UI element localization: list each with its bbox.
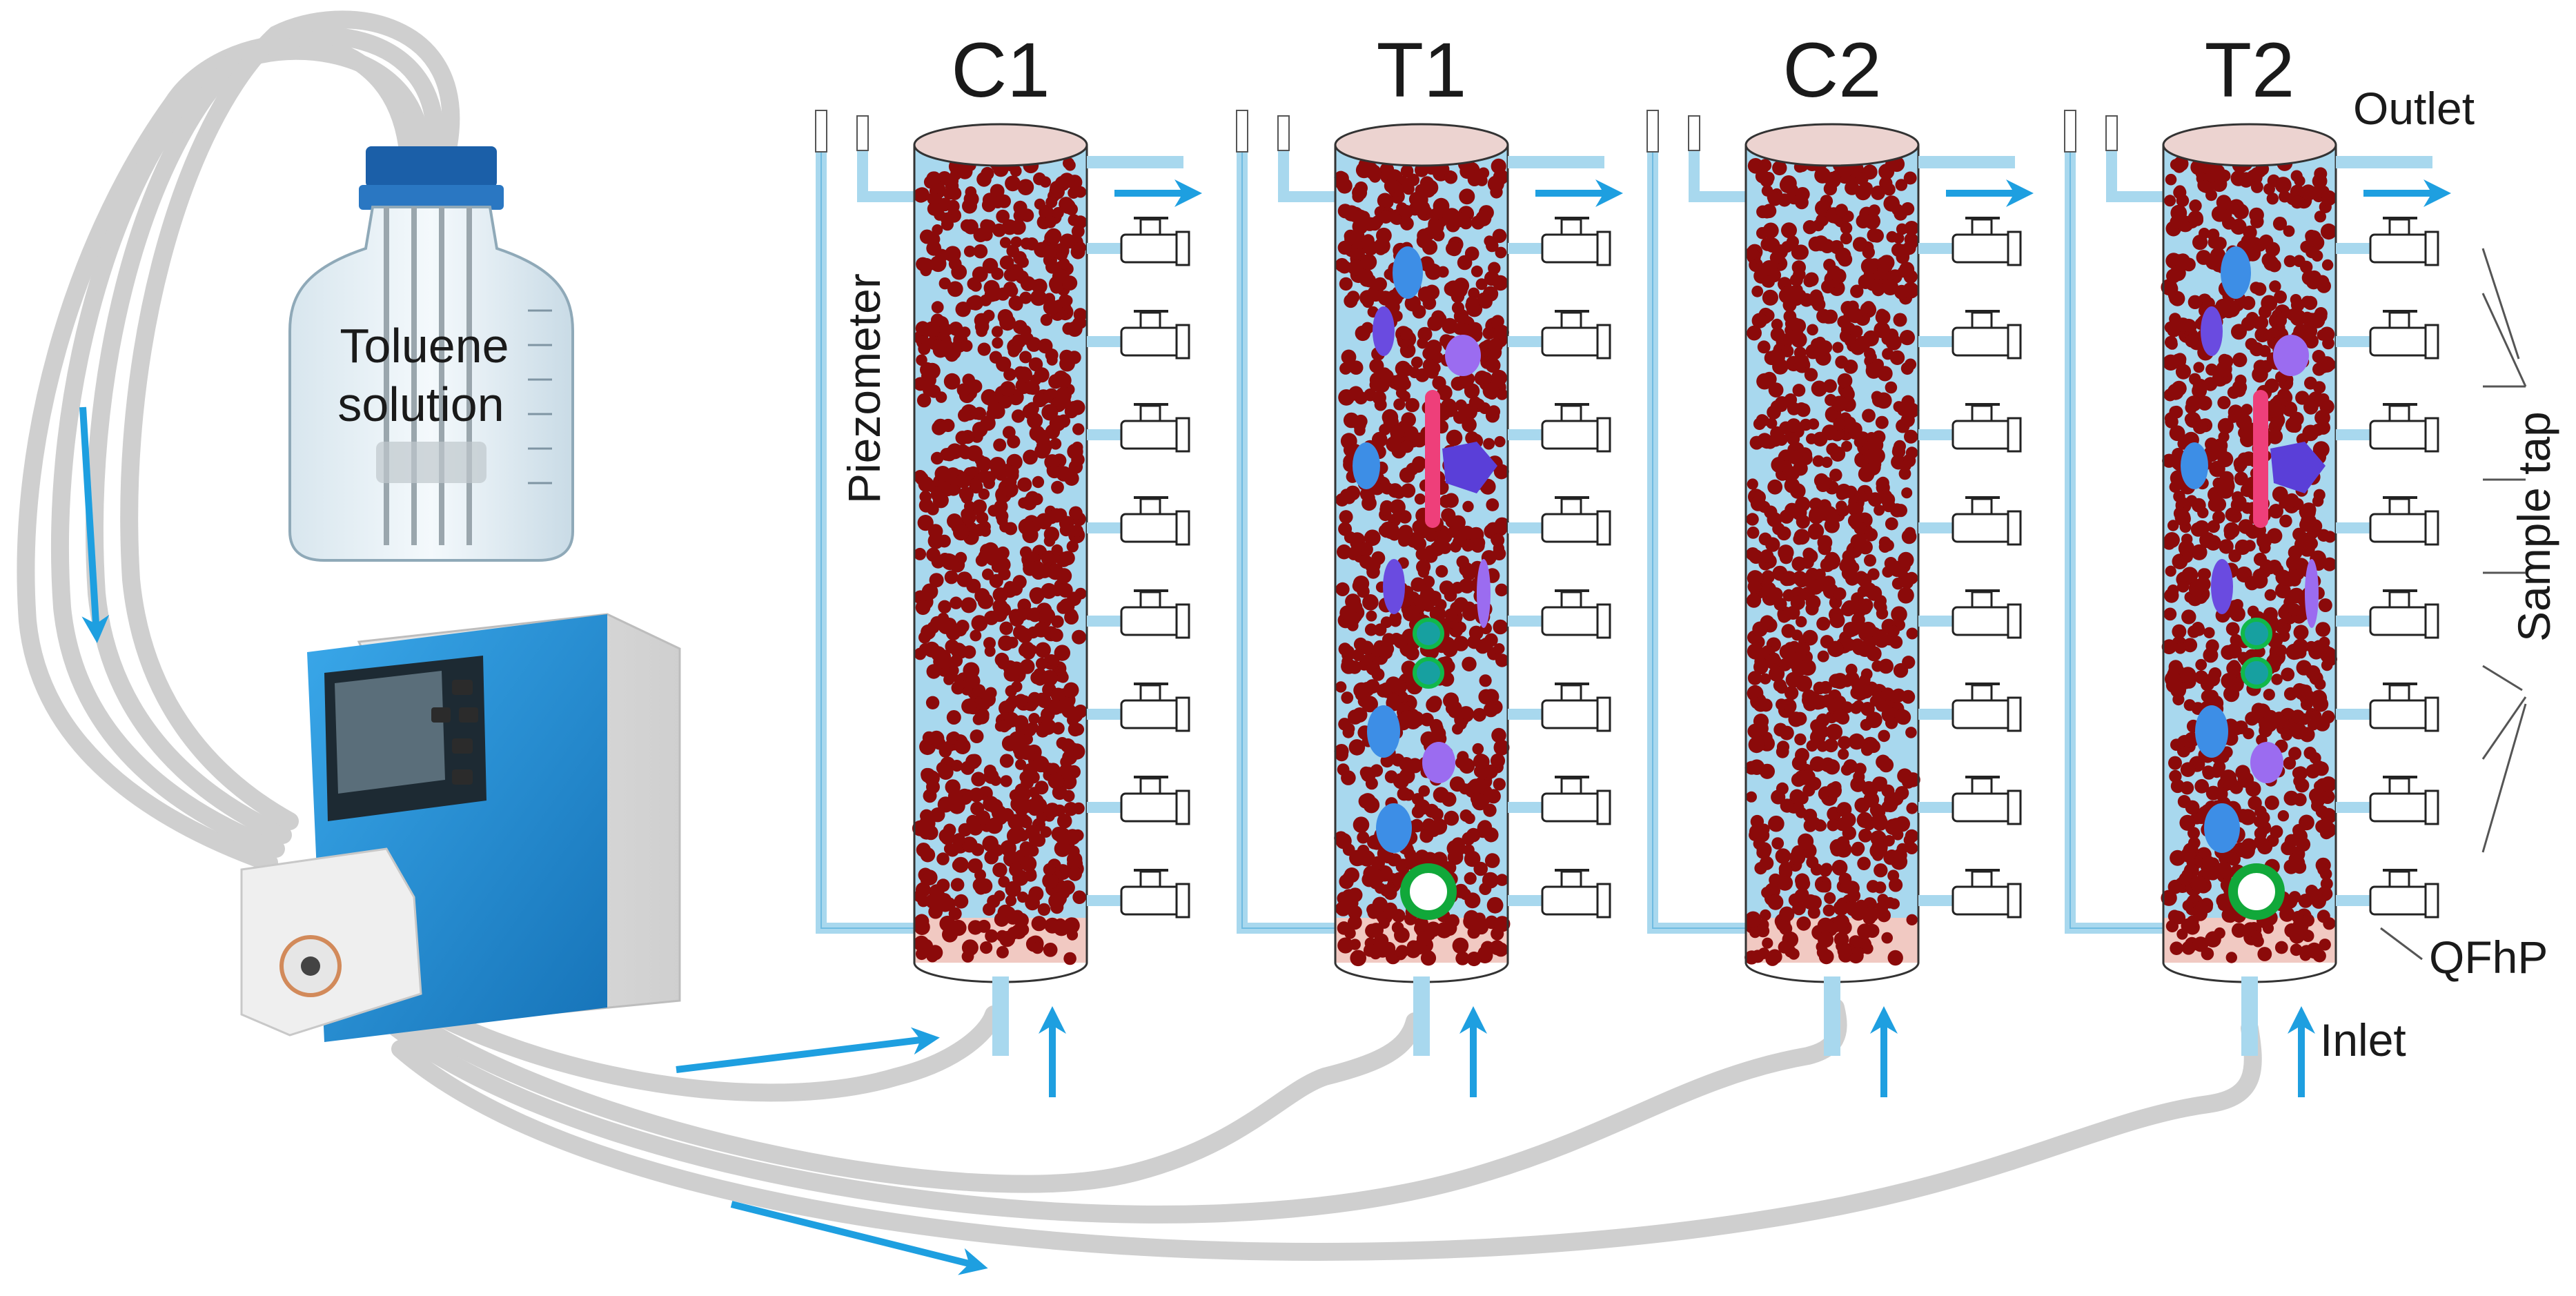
- peristaltic-pump: [240, 613, 681, 1042]
- sample-tap-valve-icon[interactable]: [1087, 776, 1190, 825]
- sample-tap-valve-icon[interactable]: [1087, 869, 1190, 919]
- column-c2: C2: [1646, 27, 2034, 1097]
- column-t2: T2: [2064, 27, 2451, 1097]
- sample-tap-valve-icon[interactable]: [1508, 869, 1611, 919]
- sample-tap-valve-icon[interactable]: [1508, 776, 1611, 825]
- sample-tap-valve-icon[interactable]: [2336, 403, 2439, 453]
- piezometer-tube: [1237, 114, 1335, 934]
- arrow-right-icon: [730, 1201, 988, 1275]
- sample-tap-valve-icon[interactable]: [2336, 683, 2439, 732]
- sample-tap-valve-icon[interactable]: [2336, 776, 2439, 825]
- sample-tap-valve-icon[interactable]: [1087, 310, 1190, 360]
- sample-tap-valve-icon[interactable]: [1508, 403, 1611, 453]
- sample-tap-valve-icon[interactable]: [1087, 217, 1190, 266]
- piezometer-label: Piezometer: [838, 273, 889, 504]
- sediment-grains: [912, 156, 1088, 965]
- sample-tap-valve-icon[interactable]: [1508, 683, 1611, 732]
- sample-tap-valve-icon[interactable]: [1508, 496, 1611, 546]
- sediment-grains: [1744, 155, 1920, 966]
- sample-tap-valve-icon[interactable]: [1087, 403, 1190, 453]
- sample-tap-valve-icon[interactable]: [1508, 310, 1611, 360]
- inlet-tube: [2241, 976, 2258, 1056]
- tubing: [17, 10, 2262, 1261]
- sample-tap-valve-icon[interactable]: [1508, 217, 1611, 266]
- piezometer-tube: [1647, 114, 1746, 934]
- sample-tap-valve-icon[interactable]: [1087, 589, 1190, 639]
- sample-tap-valve-icon[interactable]: [2336, 310, 2439, 360]
- sample-tap-valve-icon[interactable]: [2336, 496, 2439, 546]
- sample-tap-valve-icon[interactable]: [1918, 217, 2022, 266]
- flow-arrows: [79, 406, 988, 1275]
- column-title: T2: [2205, 27, 2295, 113]
- arrow-down-icon: [79, 406, 110, 643]
- column-top-cap: [2162, 123, 2337, 167]
- inlet-label: Inlet: [2320, 1014, 2406, 1066]
- sample-tap-valve-icon[interactable]: [1918, 310, 2022, 360]
- microbe-cells: [1353, 246, 1497, 920]
- inlet-tube: [992, 976, 1009, 1056]
- column-title: C2: [1782, 27, 1881, 113]
- toluene-bottle: Toluene solution: [288, 146, 574, 562]
- piezometer-tube: [816, 114, 914, 934]
- microbe-cells: [2181, 246, 2326, 920]
- sample-tap-valve-icon[interactable]: [1918, 683, 2022, 732]
- piezometer-tube: [2065, 114, 2163, 934]
- sample-tap-valve-icon[interactable]: [2336, 869, 2439, 919]
- sample-tap-valve-icon[interactable]: [1918, 776, 2022, 825]
- sample-tap-valve-icon[interactable]: [1087, 683, 1190, 732]
- sample-tap-label: Sample tap: [2508, 411, 2559, 642]
- outlet-label: Outlet: [2353, 83, 2475, 134]
- sample-tap-valve-icon[interactable]: [1918, 496, 2022, 546]
- sample-tap-valve-icon[interactable]: [1918, 403, 2022, 453]
- arrow-right-icon: [676, 1027, 940, 1073]
- columns: C1 T1 C2 T2: [815, 27, 2451, 1097]
- qfhp-label: QFhP: [2429, 932, 2548, 983]
- sample-tap-valve-icon[interactable]: [2336, 217, 2439, 266]
- sample-tap-valve-icon[interactable]: [1508, 589, 1611, 639]
- column-title: C1: [951, 27, 1050, 113]
- column-c1: C1: [815, 27, 1202, 1097]
- inlet-tube: [1824, 976, 1840, 1056]
- column-top-cap: [1334, 123, 1509, 167]
- column-t1: T1: [1236, 27, 1623, 1097]
- sample-tap-valve-icon[interactable]: [1918, 869, 2022, 919]
- bottle-label-line2: solution: [337, 377, 504, 431]
- sample-tap-valve-icon[interactable]: [1087, 496, 1190, 546]
- bottle-label-line1: Toluene: [340, 319, 509, 373]
- column-top-cap: [1744, 123, 1920, 167]
- inlet-tube: [1413, 976, 1430, 1056]
- column-title: T1: [1377, 27, 1467, 113]
- column-top-cap: [913, 123, 1088, 167]
- leader-lines: [2380, 248, 2527, 961]
- sample-tap-valve-icon[interactable]: [2336, 589, 2439, 639]
- sample-tap-valve-icon[interactable]: [1918, 589, 2022, 639]
